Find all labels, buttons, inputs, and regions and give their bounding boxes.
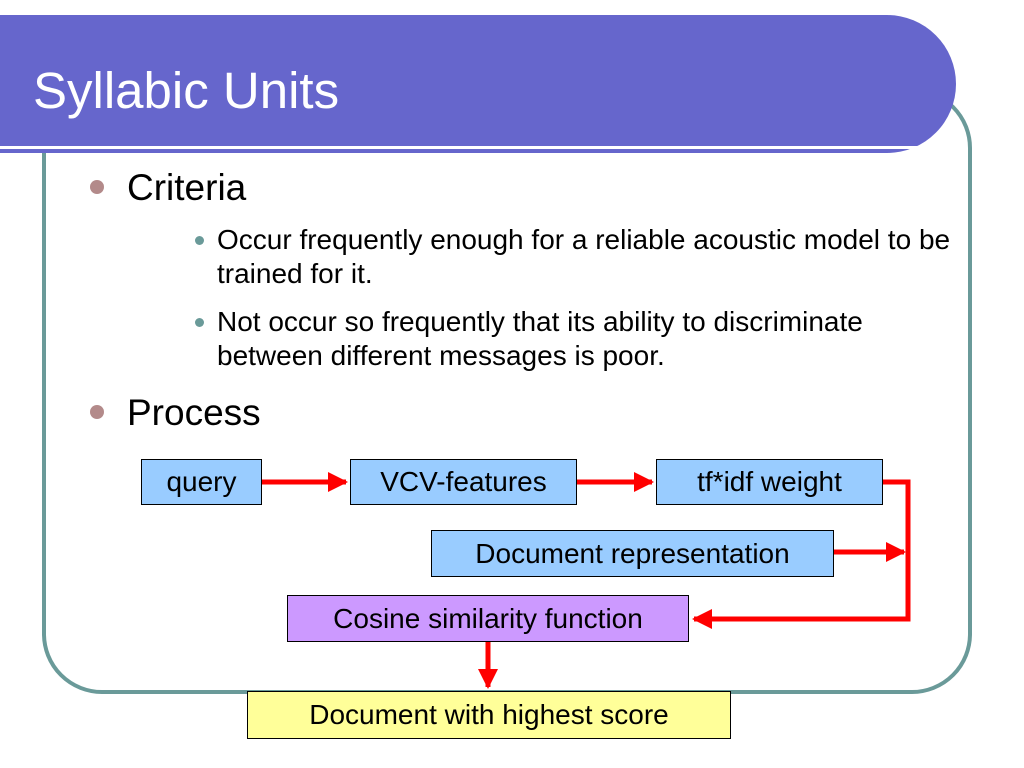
criteria-point-1: Occur frequently enough for a reliable a… — [217, 224, 951, 289]
process-heading: Process — [127, 392, 261, 433]
sub-bullet-dot — [195, 236, 204, 245]
node-tfidf-weight: tf*idf weight — [656, 459, 883, 505]
criteria-heading: Criteria — [127, 167, 247, 208]
arrow-tfidf-to-cosine — [692, 479, 911, 629]
bullet-dot — [90, 180, 104, 194]
node-cosine-similarity: Cosine similarity function — [287, 595, 689, 642]
criteria-point-2: Not occur so frequently that its ability… — [217, 306, 863, 371]
node-query: query — [141, 459, 262, 505]
node-result: Document with highest score — [247, 691, 731, 739]
node-vcv-features: VCV-features — [350, 459, 577, 505]
sub-bullet-dot — [195, 318, 204, 327]
slide-title: Syllabic Units — [33, 62, 340, 119]
bullet-dot — [90, 405, 104, 419]
title-underline — [0, 146, 936, 149]
title-bar: Syllabic Units — [0, 15, 956, 153]
node-document-representation: Document representation — [431, 530, 834, 577]
